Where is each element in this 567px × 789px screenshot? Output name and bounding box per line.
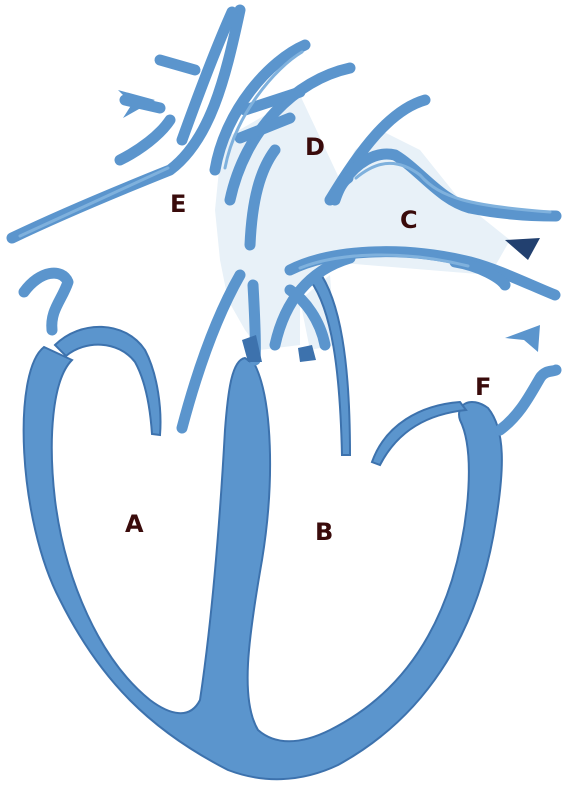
label-f: F [475,373,491,401]
label-c: C [400,206,418,234]
atrioventricular-flap-left [55,327,160,435]
arrowhead-right [505,238,540,260]
label-b: B [315,518,333,546]
right-side-vessel [500,370,556,430]
chevron-f-left [505,325,540,352]
atrioventricular-flap-right [372,402,466,465]
vena-cava-upper-left [12,10,240,238]
label-a: A [125,510,144,538]
left-atrial-tab [24,273,68,330]
label-e: E [170,190,186,218]
vena-cava-inner [120,120,170,160]
vena-cava-stub-2 [160,60,195,70]
label-d: D [305,133,325,161]
